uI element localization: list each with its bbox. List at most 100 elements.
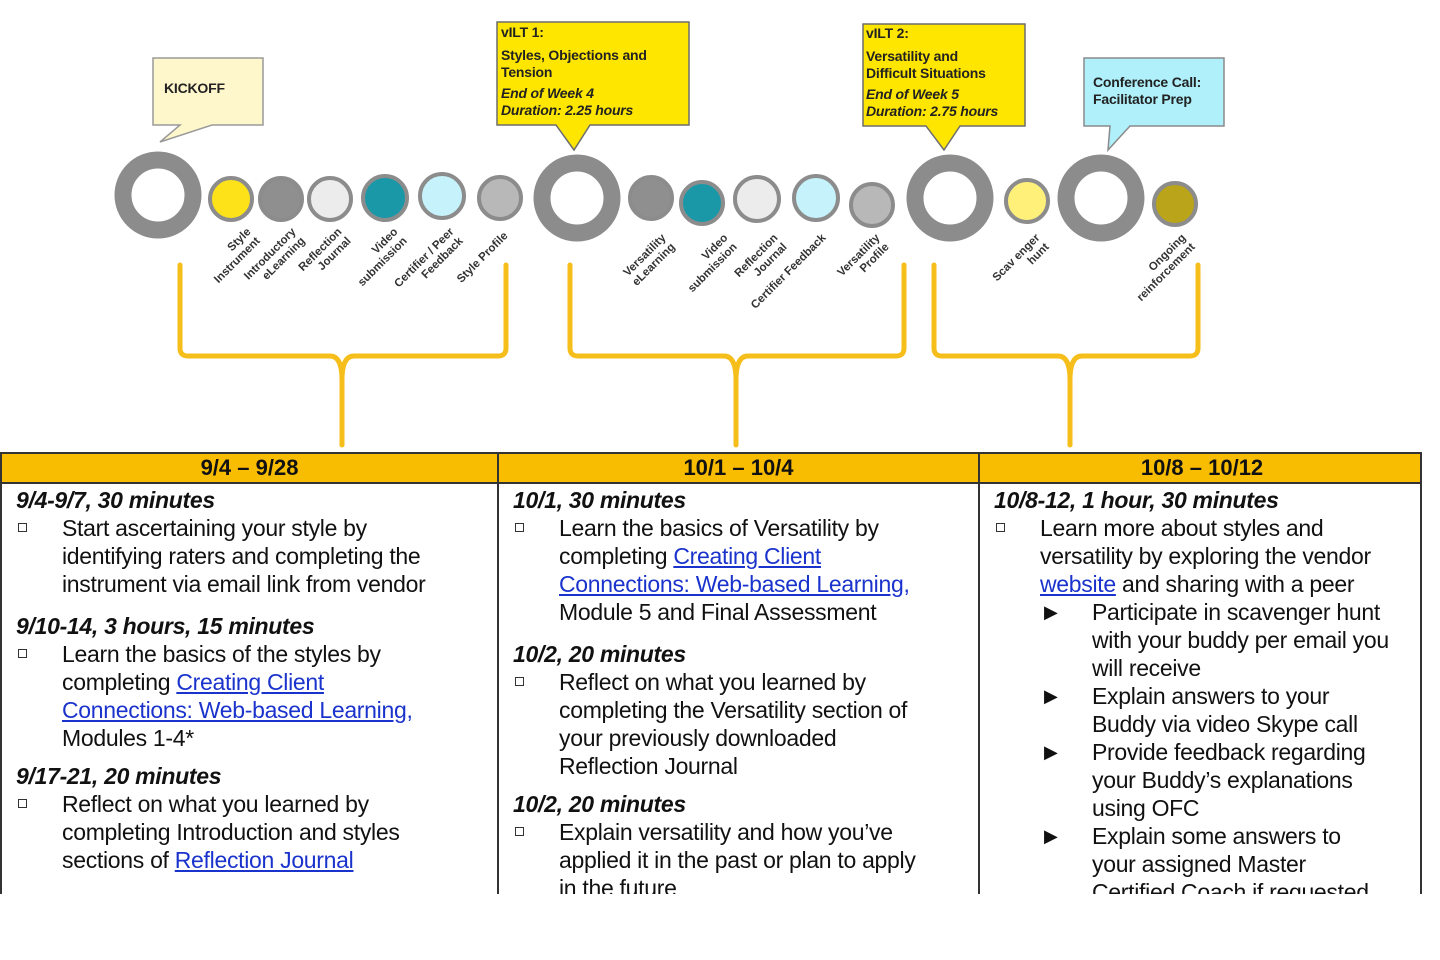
vilt2-subtitle-line1: Versatility and [866, 48, 958, 64]
bracket-phase-3 [931, 262, 1201, 448]
triangle-arrow-icon: ▶ [1044, 826, 1058, 846]
milestone-ring-conference [1057, 154, 1145, 242]
vilt1-callout-text: vILT 1: Styles, Objections and Tension E… [501, 24, 647, 119]
vilt1-title: vILT 1: [501, 24, 544, 40]
task-heading: 10/2, 20 minutes [513, 791, 686, 817]
task-text: completing [559, 543, 674, 569]
phase-body-3: 10/8-12, 1 hour, 30 minutes Learn more a… [980, 484, 1420, 894]
task-text: Module 5 and Final Assessment [559, 599, 877, 625]
task-text: Explain versatility and how you’ve [559, 819, 893, 845]
checkbox-bullet-icon [996, 523, 1005, 532]
task-item: Reflect on what you learned by completin… [16, 790, 497, 874]
sub-task-text: your Buddy’s explanations [1092, 767, 1353, 793]
creating-client-connections-link[interactable]: Creating Client [673, 543, 821, 569]
sub-task-item: ▶ Provide feedback regarding your Buddy’… [994, 738, 1420, 822]
task-text: in the future [559, 875, 677, 894]
checkbox-bullet-icon [18, 649, 27, 658]
kickoff-callout [152, 57, 264, 143]
milestone-ring-kickoff [114, 151, 202, 239]
conference-line1: Conference Call: [1093, 74, 1202, 90]
task-item: Explain versatility and how you’ve appli… [513, 818, 978, 894]
task-text: Learn the basics of the styles by [62, 641, 381, 667]
task-heading: 9/17-21, 20 minutes [16, 763, 222, 789]
activity-dot [849, 182, 895, 228]
bracket-phase-2 [567, 262, 907, 448]
phase-column-3: 10/8 – 10/12 10/8-12, 1 hour, 30 minutes… [978, 454, 1420, 894]
task-item: Learn the basics of the styles by comple… [16, 640, 497, 752]
activity-dot [307, 176, 353, 222]
phase-body-2: 10/1, 30 minutes Learn the basics of Ver… [499, 484, 978, 894]
task-heading: 9/10-14, 3 hours, 15 minutes [16, 613, 315, 639]
conference-call-callout [1083, 57, 1225, 153]
schedule-table: 9/4 – 9/28 9/4-9/7, 30 minutes Start asc… [0, 452, 1422, 894]
vilt1-duration: Duration: 2.25 hours [501, 102, 634, 118]
conference-call-callout-text: Conference Call: Facilitator Prep [1093, 74, 1201, 108]
task-text: completing the Versatility section of [559, 697, 908, 723]
task-item: Reflect on what you learned by completin… [513, 668, 978, 780]
vilt2-callout [862, 23, 1026, 152]
vilt2-title: vILT 2: [866, 25, 909, 41]
vilt1-subtitle-line1: Styles, Objections and [501, 47, 647, 63]
vendor-website-link[interactable]: website [1040, 571, 1116, 597]
phase-column-1: 9/4 – 9/28 9/4-9/7, 30 minutes Start asc… [2, 454, 497, 894]
milestone-ring-vilt1 [533, 154, 621, 242]
task-text: versatility by exploring the vendor [1040, 543, 1371, 569]
phase-header-2: 10/1 – 10/4 [499, 454, 978, 484]
phase-header-1: 9/4 – 9/28 [2, 454, 497, 484]
activity-dot [1152, 181, 1198, 227]
kickoff-label: KICKOFF [164, 80, 225, 96]
activity-dot [1004, 178, 1050, 224]
reflection-journal-link[interactable]: Reflection Journal [174, 847, 354, 873]
sub-task-text: Certified Coach if requested [1092, 879, 1369, 894]
creating-client-connections-link[interactable]: Connections: Web-based Learning, [62, 697, 413, 723]
checkbox-bullet-icon [515, 523, 524, 532]
checkbox-bullet-icon [18, 523, 27, 532]
sub-task-text: your assigned Master [1092, 851, 1306, 877]
activity-dot [792, 174, 840, 222]
sub-task-item: ▶ Participate in scavenger hunt with you… [994, 598, 1420, 682]
task-text: Learn more about styles and [1040, 515, 1324, 541]
creating-client-connections-link[interactable]: Creating Client [176, 669, 324, 695]
task-heading: 10/2, 20 minutes [513, 641, 686, 667]
checkbox-bullet-icon [18, 799, 27, 808]
triangle-arrow-icon: ▶ [1044, 602, 1058, 622]
phase-body-1: 9/4-9/7, 30 minutes Start ascertaining y… [2, 484, 497, 874]
task-text: your previously downloaded [559, 725, 837, 751]
phase-column-2: 10/1 – 10/4 10/1, 30 minutes Learn the b… [497, 454, 978, 894]
task-text: Modules 1-4* [62, 725, 194, 751]
task-item: Learn more about styles and versatility … [994, 514, 1420, 598]
sub-task-text: Explain answers to your [1092, 683, 1330, 709]
bracket-phase-1 [177, 262, 509, 448]
kickoff-callout-text: KICKOFF [164, 80, 225, 97]
sub-task-item: ▶ Explain some answers to your assigned … [994, 822, 1420, 894]
activity-dot [477, 175, 523, 221]
task-heading: 9/4-9/7, 30 minutes [16, 487, 215, 513]
task-text: sections of [62, 847, 175, 873]
sub-task-text: Provide feedback regarding [1092, 739, 1366, 765]
milestone-ring-vilt2 [906, 154, 994, 242]
task-text: completing Introduction and styles [62, 819, 400, 845]
task-heading: 10/1, 30 minutes [513, 487, 686, 513]
creating-client-connections-link[interactable]: Connections: Web-based Learning, [559, 571, 910, 597]
task-text: and sharing with a peer [1115, 571, 1355, 597]
task-text: applied it in the past or plan to apply [559, 847, 916, 873]
vilt2-when: End of Week 5 [866, 86, 959, 102]
activity-dot [361, 174, 409, 222]
sub-task-text: Participate in scavenger hunt [1092, 599, 1380, 625]
phase-header-3: 10/8 – 10/12 [980, 454, 1420, 484]
task-text: instrument via email link from vendor [62, 571, 426, 597]
checkbox-bullet-icon [515, 827, 524, 836]
vilt2-duration: Duration: 2.75 hours [866, 103, 999, 119]
task-heading: 10/8-12, 1 hour, 30 minutes [994, 487, 1279, 513]
activity-dot [418, 172, 466, 220]
task-item: Start ascertaining your style by identif… [16, 514, 497, 598]
checkbox-bullet-icon [515, 677, 524, 686]
sub-task-text: Buddy via video Skype call [1092, 711, 1358, 737]
task-text: identifying raters and completing the [62, 543, 421, 569]
triangle-arrow-icon: ▶ [1044, 742, 1058, 762]
activity-dot [208, 176, 254, 222]
activity-dot [258, 176, 304, 222]
sub-task-text: with your buddy per email you [1092, 627, 1389, 653]
task-text: Reflection Journal [559, 753, 738, 779]
sub-task-text: will receive [1092, 655, 1201, 681]
